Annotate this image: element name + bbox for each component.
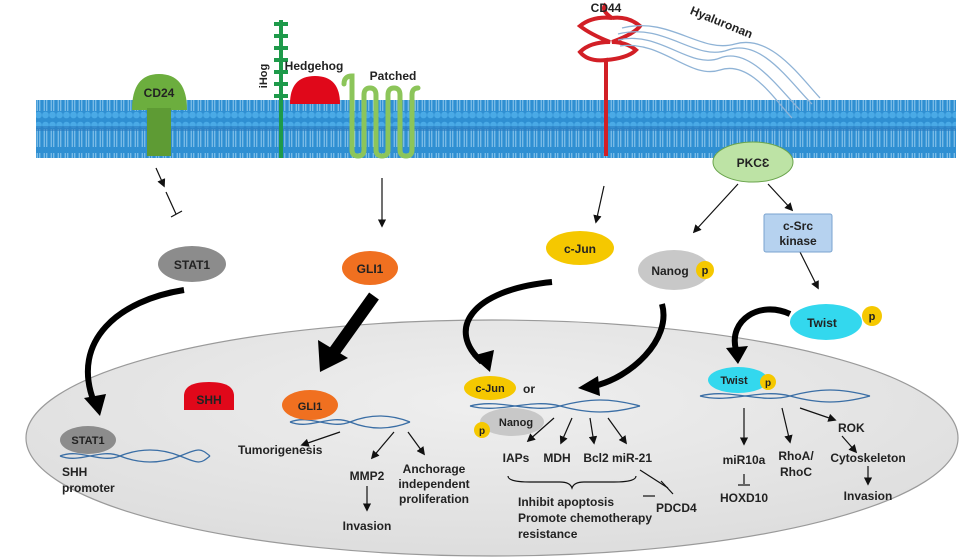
nanog-node [638, 250, 710, 290]
twist-node [790, 304, 862, 340]
csrc-label-line1: c-Src [783, 219, 813, 233]
outcome-line1: Inhibit apoptosis [518, 495, 614, 509]
twist-label: Twist [807, 316, 837, 330]
stat1-node [158, 246, 226, 282]
dna-strands [59, 389, 871, 463]
nuclear-stat1-node [60, 426, 116, 454]
anchorage-line2: independent [398, 477, 469, 491]
hedgehog-ligand [290, 76, 340, 104]
nuclear-nanog-label: Nanog [499, 417, 533, 429]
hyaluronan-label: Hyaluronan [688, 3, 754, 41]
nuclear-nanog-phospho-label: p [479, 426, 485, 437]
rhoc-label: RhoC [780, 465, 812, 479]
hyaluronan-chains [617, 25, 821, 119]
nanog-phospho-label: p [702, 265, 709, 277]
cd44-label: CD44 [591, 1, 622, 15]
mdh-label: MDH [543, 451, 570, 465]
pdcd4-label: PDCD4 [656, 501, 697, 515]
csrc-kinase-box [763, 213, 833, 253]
nuclear-nanog-phospho-badge [474, 422, 490, 438]
pkce-node [712, 141, 794, 183]
twist-phospho-label: p [869, 311, 876, 323]
twist-phospho-badge [862, 306, 882, 326]
nuclear-gli1-node [282, 390, 338, 420]
hoxd10-label: HOXD10 [720, 491, 768, 505]
hedgehog-label: Hedgehog [285, 59, 344, 73]
mir10a-label: miR10a [723, 453, 766, 467]
nanog-phospho-badge [696, 261, 714, 279]
gli1-label: GLI1 [357, 262, 384, 276]
nanog-label: Nanog [651, 264, 688, 278]
mir21-label: miR-21 [612, 451, 652, 465]
nuclear-twist-phospho-badge [760, 374, 776, 390]
csrc-label-line2: kinase [779, 234, 817, 248]
invasion-right-label: Invasion [844, 489, 893, 503]
outcome-line2: Promote chemotherapy [518, 511, 652, 525]
bcl2-label: Bcl2 [583, 451, 609, 465]
shh-promoter-line2: promoter [62, 481, 115, 495]
iaps-label: IAPs [503, 451, 530, 465]
nuclear-gli1-label: GLI1 [298, 401, 322, 413]
invasion-left-label: Invasion [343, 519, 392, 533]
shh-label: SHH [196, 393, 221, 407]
mmp2-label: MMP2 [350, 469, 385, 483]
cd24-receptor [132, 74, 187, 156]
tumorigenesis-label: Tumorigenesis [238, 443, 323, 457]
cd44-receptor [576, 2, 643, 156]
ihog-receptor [274, 20, 288, 158]
patched-receptor [341, 73, 421, 159]
or-label: or [523, 382, 535, 396]
cjun-label: c-Jun [564, 242, 596, 256]
cd24-label: CD24 [144, 86, 175, 100]
patched-label: Patched [370, 69, 417, 83]
outcome-line3: resistance [518, 527, 578, 541]
nuclear-cjun-label: c-Jun [475, 383, 505, 395]
nuclear-nanog-node [480, 408, 544, 436]
translocation-arrows [84, 279, 792, 416]
nuclear-stat1-label: STAT1 [71, 435, 104, 447]
cjun-node [546, 231, 614, 265]
outcome-brace [507, 475, 637, 490]
gli1-node [342, 251, 398, 285]
nuclear-twist-node [708, 367, 768, 393]
stat1-label: STAT1 [174, 258, 211, 272]
nuclear-twist-label: Twist [720, 375, 748, 387]
shh-node [184, 382, 234, 410]
ihog-label: iHog [258, 64, 270, 88]
nuclear-cjun-node [464, 376, 516, 400]
rhoa-label: RhoA/ [778, 449, 814, 463]
anchorage-line3: proliferation [399, 492, 469, 506]
cell-membrane [36, 100, 956, 158]
cytoskeleton-label: Cytoskeleton [830, 451, 905, 465]
pkce-label: PKCƐ [737, 156, 770, 170]
shh-promoter-line1: SHH [62, 465, 87, 479]
anchorage-line1: Anchorage [403, 462, 466, 476]
rok-label: ROK [838, 421, 865, 435]
signal-arrows [155, 167, 873, 512]
nuclear-twist-phospho-label: p [765, 378, 771, 389]
